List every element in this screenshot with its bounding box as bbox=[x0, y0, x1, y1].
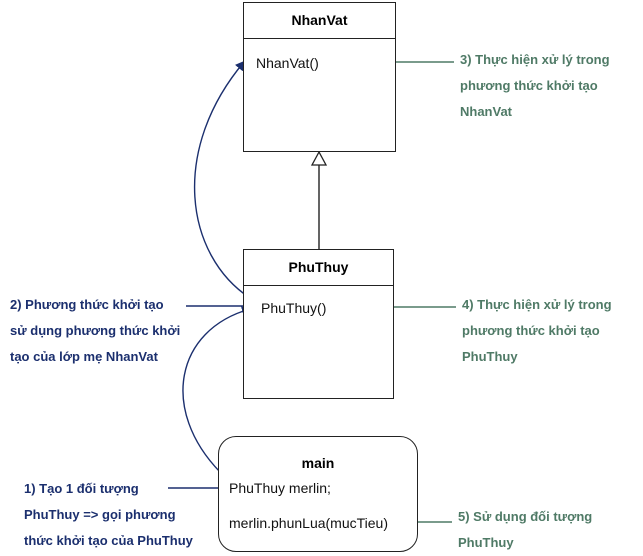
class-box-nhanvat: NhanVat NhanVat() bbox=[243, 2, 396, 152]
note-2-line: tạo của lớp mẹ NhanVat bbox=[10, 349, 158, 364]
note-4: 4) Thực hiện xử lý trong phương thức khở… bbox=[462, 292, 612, 370]
note-3-line: 3) Thực hiện xử lý trong bbox=[460, 52, 610, 67]
note-1-line: thức khởi tạo của PhuThuy bbox=[24, 533, 193, 548]
note-2-line: sử dụng phương thức khởi bbox=[10, 323, 181, 338]
main-box: main PhuThuy merlin; merlin.phunLua(mucT… bbox=[218, 436, 418, 552]
note-3: 3) Thực hiện xử lý trong phương thức khở… bbox=[460, 47, 610, 125]
note-4-line: 4) Thực hiện xử lý trong bbox=[462, 297, 612, 312]
class-box-phuthuy: PhuThuy PhuThuy() bbox=[243, 249, 394, 399]
class-title-nhanvat: NhanVat bbox=[291, 12, 348, 28]
note-5-line: PhuThuy bbox=[458, 535, 514, 550]
note-4-line: PhuThuy bbox=[462, 349, 518, 364]
arrow-phuthuy-to-nhanvat bbox=[193, 60, 251, 299]
arrow-main-to-phuthuy bbox=[182, 306, 252, 473]
note-1: 1) Tạo 1 đối tượng PhuThuy => gọi phương… bbox=[24, 476, 193, 554]
class-title-phuthuy: PhuThuy bbox=[288, 259, 349, 275]
class-method-phuthuy: PhuThuy() bbox=[261, 300, 327, 316]
class-divider bbox=[244, 38, 395, 39]
main-title: main bbox=[301, 455, 335, 471]
main-line-call: merlin.phunLua(mucTieu) bbox=[229, 515, 388, 531]
inheritance-triangle bbox=[310, 150, 328, 166]
note-3-line: NhanVat bbox=[460, 104, 513, 119]
note-3-line: phương thức khởi tạo bbox=[460, 78, 598, 93]
note-1-line: PhuThuy => gọi phương bbox=[24, 507, 176, 522]
note-2-line: 2) Phương thức khởi tạo bbox=[10, 297, 164, 312]
note-5: 5) Sử dụng đối tượng PhuThuy bbox=[458, 504, 592, 556]
class-divider bbox=[244, 285, 393, 286]
note-5-line: 5) Sử dụng đối tượng bbox=[458, 509, 593, 524]
note-4-line: phương thức khởi tạo bbox=[462, 323, 600, 338]
note-1-line: 1) Tạo 1 đối tượng bbox=[24, 481, 139, 496]
class-method-nhanvat: NhanVat() bbox=[256, 55, 319, 71]
main-line-declare: PhuThuy merlin; bbox=[229, 480, 331, 496]
note-2: 2) Phương thức khởi tạo sử dụng phương t… bbox=[10, 292, 180, 370]
